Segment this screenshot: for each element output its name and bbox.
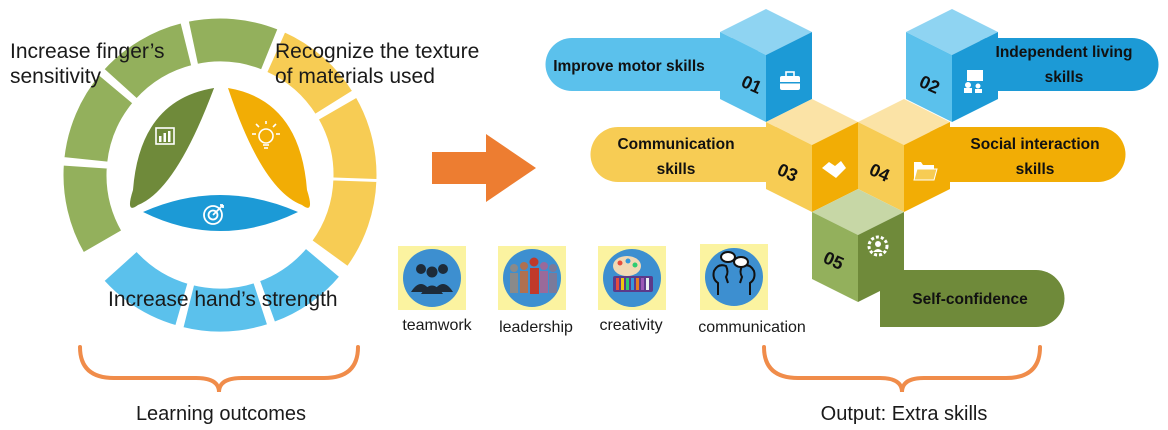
handshake-icon (822, 161, 846, 178)
ring-segment (256, 244, 344, 326)
pill-self-confidence (880, 270, 1065, 327)
skill-03-label-line1: Communication (617, 136, 734, 153)
chart-icon (155, 127, 175, 145)
communication-label: communication (698, 319, 806, 336)
lightbulb-icon (252, 121, 280, 149)
leadership-icon (498, 246, 566, 310)
cube-03 (766, 99, 858, 212)
learning-outcomes-caption: Learning outcomes (136, 403, 306, 425)
ring-segment (100, 247, 191, 329)
gear-person-icon (867, 235, 889, 257)
extra-skills-caption: Output: Extra skills (821, 403, 988, 425)
pill-independent-living (980, 38, 1159, 91)
pill-improve-motor-skills (545, 38, 758, 91)
folder-icon (913, 162, 938, 181)
ring-segment (179, 279, 271, 335)
right-arrow-icon (432, 134, 536, 202)
skill-01-label: Improve motor skills (553, 58, 705, 75)
ring-segment (100, 19, 195, 103)
presentation-icon (964, 70, 983, 93)
cube-01 (720, 9, 812, 122)
leadership-label: leadership (499, 319, 573, 336)
learning-outcomes-bracket (78, 345, 360, 393)
ring-segment (308, 177, 380, 270)
soft-skills: teamwork leadership creativity communica… (398, 244, 806, 336)
skill-04-label-line2: skills (1016, 161, 1055, 178)
cube-05 (812, 189, 904, 302)
hand-strength-label: Increase hand’s strength (108, 288, 338, 311)
outcome-wheel (60, 15, 380, 335)
cube-04 (858, 99, 950, 212)
skill-02-label-line2: skills (1045, 69, 1084, 86)
texture-label-line2: of materials used (275, 65, 435, 88)
skill-05-label: Self-confidence (912, 291, 1028, 308)
skill-02-label-line1: Independent living (996, 44, 1133, 61)
target-icon (203, 204, 224, 225)
cube-02 (906, 9, 998, 122)
creativity-label: creativity (599, 317, 662, 334)
teamwork-icon (398, 246, 466, 310)
pill-social-interaction (930, 127, 1126, 182)
briefcase-icon (780, 71, 800, 90)
ring-segment (60, 162, 126, 257)
petal-texture (228, 88, 311, 208)
ring-segment (263, 28, 357, 118)
communication-icon (700, 244, 768, 310)
pill-communication (590, 127, 790, 182)
creativity-icon (598, 246, 666, 310)
petal-hand-strength (143, 195, 298, 231)
teamwork-label: teamwork (402, 317, 472, 334)
ring-segment (185, 15, 282, 74)
extra-skills-bracket (762, 345, 1042, 393)
skill-04-label-line1: Social interaction (970, 136, 1099, 153)
ring-segment (61, 71, 137, 165)
finger-sensitivity-label-line2: sensitivity (10, 65, 102, 88)
texture-label-line1: Recognize the texture (275, 40, 479, 63)
skills-diagram: 01 02 03 04 05 Impro (545, 9, 1159, 327)
skill-03-label-line2: skills (657, 161, 696, 178)
finger-sensitivity-label-line1: Increase finger’s (10, 40, 164, 63)
